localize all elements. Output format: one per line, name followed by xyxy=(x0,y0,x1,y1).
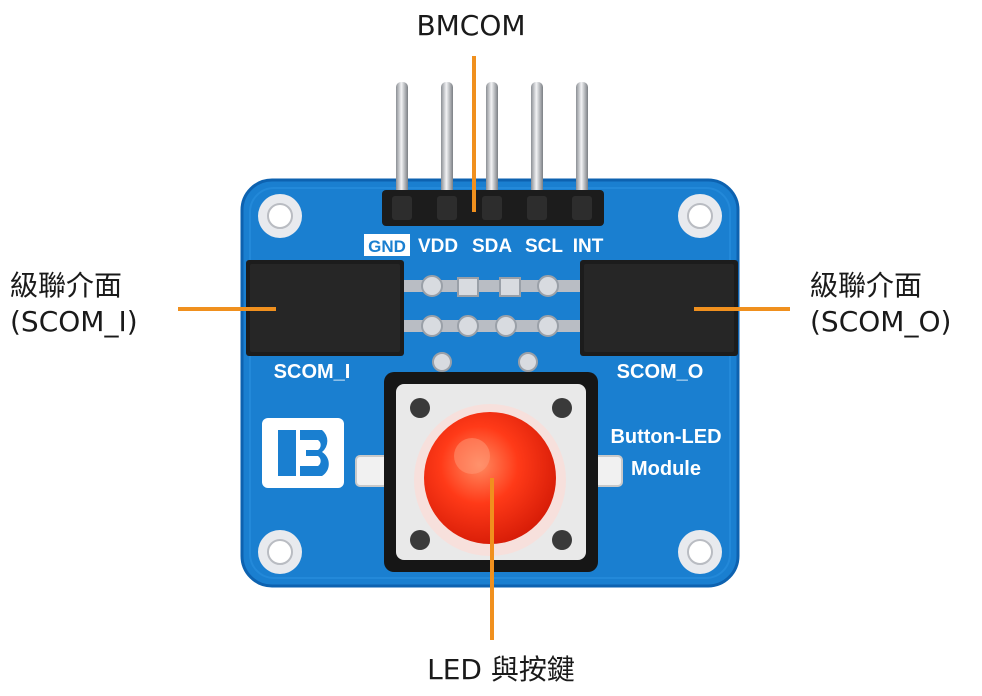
header-pins xyxy=(396,82,588,214)
bmcom-header: GND VDD SDA SCL INT xyxy=(364,82,604,257)
callout-lines xyxy=(178,56,790,640)
pin-label-int: INT xyxy=(573,236,604,257)
scom-o-connector: SCOM_O xyxy=(580,260,738,383)
module-name-line2: Module xyxy=(631,458,701,480)
callout-scom-o-line2: (SCOM_O) xyxy=(810,305,952,338)
mounting-hole-top-right xyxy=(678,194,722,238)
tact-switch xyxy=(355,372,623,572)
pin-label-vdd: VDD xyxy=(418,236,458,257)
pin-label-sda: SDA xyxy=(472,236,512,257)
callout-scom-i-line2: (SCOM_I) xyxy=(10,305,138,338)
solder-pads xyxy=(404,275,580,372)
module-name-line1: Button-LED xyxy=(610,426,721,448)
brand-logo xyxy=(262,418,344,488)
pin-label-gnd: GND xyxy=(368,237,406,256)
scom-o-silkscreen: SCOM_O xyxy=(617,361,704,383)
callout-scom-i: 級聯介面 (SCOM_I) xyxy=(10,268,138,340)
scom-i-connector: SCOM_I xyxy=(246,260,404,383)
mounting-hole-bottom-right xyxy=(678,530,722,574)
callout-bmcom: BMCOM xyxy=(416,9,526,42)
callout-scom-o-line1: 級聯介面 xyxy=(810,269,923,302)
scom-i-silkscreen: SCOM_I xyxy=(274,361,351,383)
mounting-holes xyxy=(258,194,722,574)
callout-scom-o: 級聯介面 (SCOM_O) xyxy=(810,268,951,340)
mounting-hole-top-left xyxy=(258,194,302,238)
callout-scom-i-line1: 級聯介面 xyxy=(10,269,123,302)
mounting-hole-bottom-left xyxy=(258,530,302,574)
pin-label-scl: SCL xyxy=(525,236,563,257)
gnd-label-box xyxy=(364,234,410,256)
callout-led-button: LED 與按鍵 xyxy=(427,653,575,686)
